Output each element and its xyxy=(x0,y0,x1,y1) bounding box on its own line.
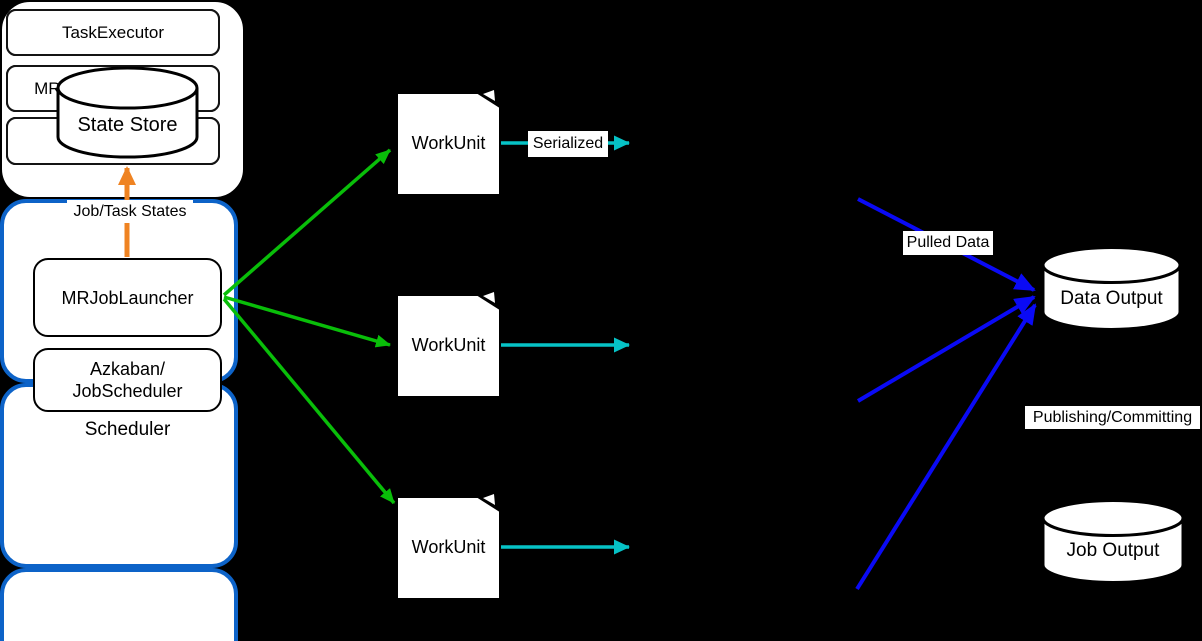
job-output-cylinder xyxy=(1041,499,1185,584)
taskexecutor-node-3: TaskExecutor xyxy=(6,9,220,56)
azkaban-jobscheduler-node: Azkaban/ JobScheduler xyxy=(33,348,222,412)
edge-label-pulled-data: Pulled Data xyxy=(903,231,993,255)
data-output-label: Data Output xyxy=(1060,288,1163,309)
edge-label-serialized: Serialized xyxy=(528,131,608,157)
workunit-1-page xyxy=(396,85,501,196)
workunit-label-3: WorkUnit xyxy=(411,536,486,557)
workunit-3-page xyxy=(396,489,501,600)
state-store-label: State Store xyxy=(77,113,178,136)
scheduler-label: Scheduler xyxy=(84,419,171,440)
mrjoblauncher-label: MRJobLauncher xyxy=(61,287,194,308)
workunit-label-2: WorkUnit xyxy=(411,334,486,355)
state-store-cylinder xyxy=(56,66,199,159)
edge-label-publishing: Publishing/Committing xyxy=(1025,406,1200,429)
data-output-cylinder xyxy=(1041,246,1182,331)
workunit-label-1: WorkUnit xyxy=(411,132,486,153)
mrjoblauncher-node: MRJobLauncher xyxy=(33,258,222,337)
workunit-2-page xyxy=(396,287,501,398)
taskexecutor-label-3: TaskExecutor xyxy=(61,22,165,42)
job-output-label: Job Output xyxy=(1066,540,1160,561)
azkaban-label-line1: Azkaban/ xyxy=(89,359,166,379)
edge-label-job-task-states: Job/Task States xyxy=(67,200,193,223)
azkaban-label-line2: JobScheduler xyxy=(72,381,183,401)
